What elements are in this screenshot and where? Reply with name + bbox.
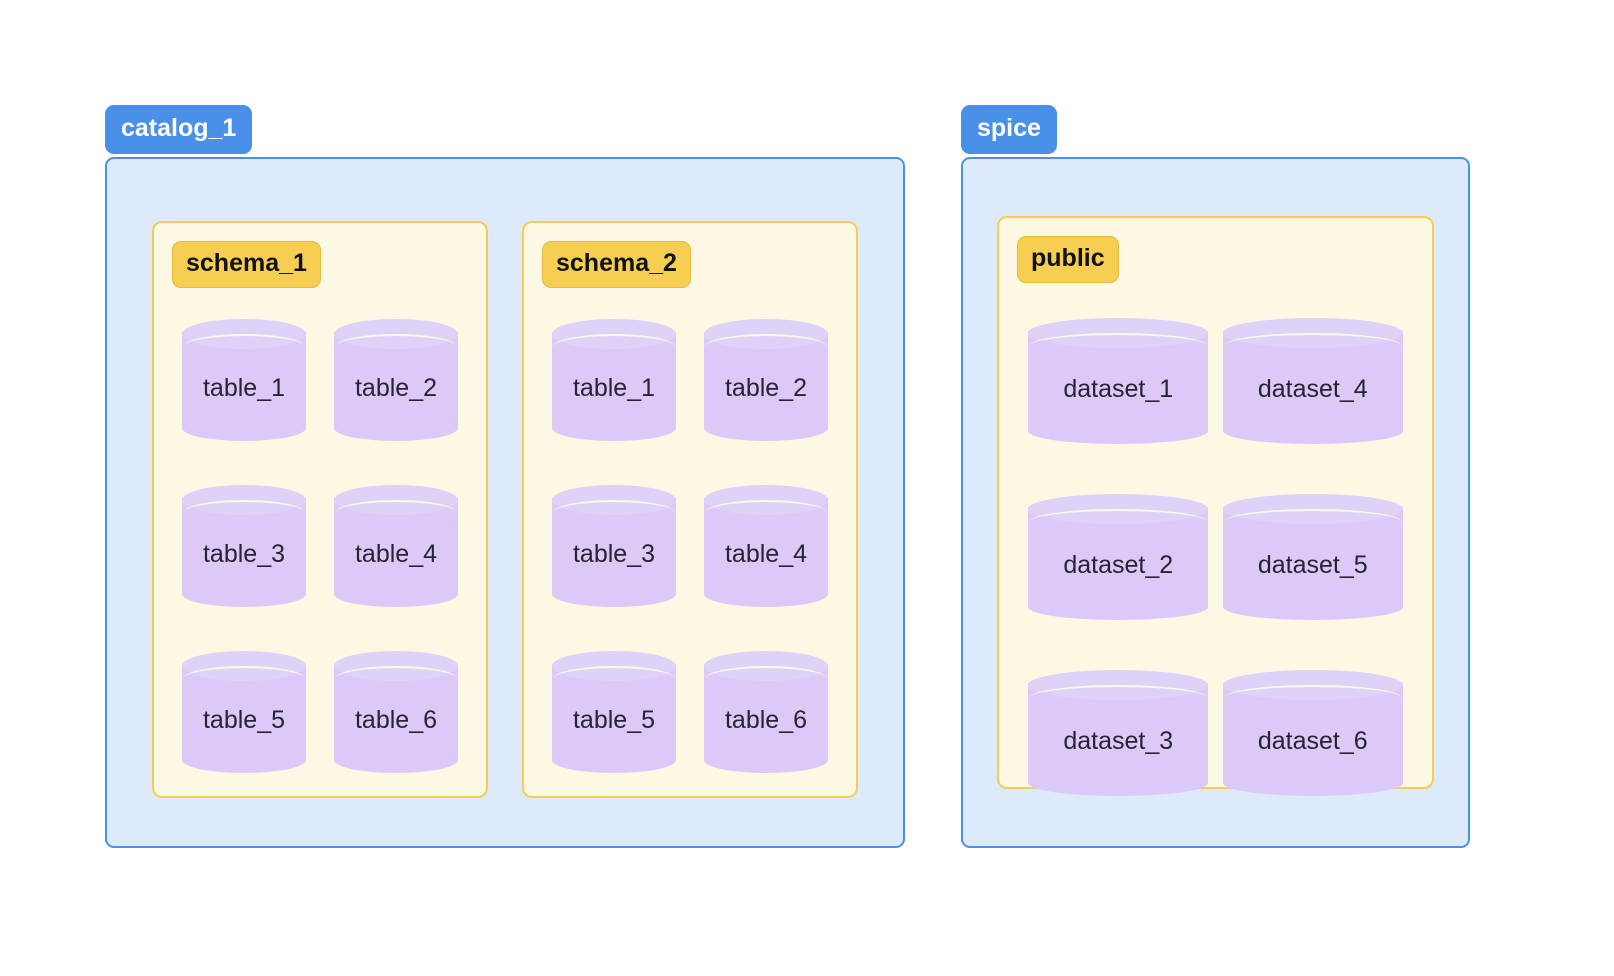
cylinder-separator-icon — [705, 334, 827, 360]
catalog-panel-catalog-1: schema_1 table_1 table_2 — [105, 157, 905, 848]
cylinder-separator-icon — [553, 334, 675, 360]
cylinder-base-icon — [1222, 770, 1403, 796]
cylinder-separator-icon — [183, 500, 305, 526]
table-cylinder[interactable]: table_6 — [704, 651, 828, 773]
table-cylinder[interactable]: table_6 — [334, 651, 458, 773]
catalog-badge-catalog-1[interactable]: catalog_1 — [105, 105, 253, 154]
table-label: table_2 — [354, 373, 438, 402]
cylinder-separator-icon — [335, 334, 457, 360]
cylinder-separator-icon — [183, 666, 305, 692]
cylinder-base-icon — [552, 747, 676, 773]
cylinder-separator-icon — [1223, 333, 1402, 359]
table-grid-schema-2: table_1 table_2 table_3 — [524, 301, 856, 796]
cylinder-separator-icon — [1029, 509, 1208, 535]
table-label: table_4 — [354, 539, 438, 568]
cylinder-base-icon — [334, 747, 458, 773]
dataset-cylinder[interactable]: dataset_6 — [1222, 670, 1403, 796]
schema-row: public dataset_1 dataset_4 — [997, 216, 1434, 796]
cylinder-base-icon — [704, 415, 828, 441]
cylinder-base-icon — [334, 581, 458, 607]
catalog-panel-spice: public dataset_1 dataset_4 — [961, 157, 1470, 848]
cylinder-base-icon — [1222, 594, 1403, 620]
dataset-cylinder[interactable]: dataset_4 — [1222, 318, 1403, 444]
table-label: table_6 — [724, 705, 808, 734]
dataset-cylinder[interactable]: dataset_5 — [1222, 494, 1403, 620]
table-cylinder[interactable]: table_1 — [552, 319, 676, 441]
cylinder-separator-icon — [335, 666, 457, 692]
dataset-label: dataset_6 — [1257, 726, 1368, 755]
dataset-label: dataset_2 — [1063, 550, 1174, 579]
schema-badge-schema-1[interactable]: schema_1 — [172, 241, 321, 288]
schema-box-schema-2: schema_2 table_1 table_2 — [522, 221, 858, 798]
cylinder-separator-icon — [553, 666, 675, 692]
cylinder-separator-icon — [1029, 685, 1208, 711]
cylinder-base-icon — [552, 581, 676, 607]
catalog-badge-spice[interactable]: spice — [961, 105, 1057, 154]
cylinder-base-icon — [552, 415, 676, 441]
schema-box-public: public dataset_1 dataset_4 — [997, 216, 1434, 796]
catalog-group-catalog-1: catalog_1 schema_1 table_1 — [105, 105, 905, 848]
cylinder-base-icon — [1028, 418, 1209, 444]
dataset-label: dataset_5 — [1257, 550, 1368, 579]
table-cylinder[interactable]: table_3 — [182, 485, 306, 607]
table-cylinder[interactable]: table_3 — [552, 485, 676, 607]
table-label: table_1 — [202, 373, 286, 402]
schema-badge-schema-2[interactable]: schema_2 — [542, 241, 691, 288]
cylinder-base-icon — [1028, 594, 1209, 620]
catalog-group-spice: spice public dataset_1 — [961, 105, 1470, 848]
cylinder-separator-icon — [335, 500, 457, 526]
cylinder-base-icon — [704, 747, 828, 773]
cylinder-base-icon — [182, 747, 306, 773]
table-label: table_3 — [202, 539, 286, 568]
table-cylinder[interactable]: table_1 — [182, 319, 306, 441]
cylinder-base-icon — [334, 415, 458, 441]
table-label: table_1 — [572, 373, 656, 402]
table-grid-schema-1: table_1 table_2 table_3 — [154, 301, 486, 796]
table-label: table_3 — [572, 539, 656, 568]
cylinder-separator-icon — [705, 500, 827, 526]
table-label: table_5 — [202, 705, 286, 734]
dataset-grid-public: dataset_1 dataset_4 dataset_ — [999, 296, 1432, 796]
dataset-label: dataset_3 — [1063, 726, 1174, 755]
table-cylinder[interactable]: table_2 — [334, 319, 458, 441]
table-cylinder[interactable]: table_4 — [334, 485, 458, 607]
table-cylinder[interactable]: table_5 — [182, 651, 306, 773]
table-label: table_2 — [724, 373, 808, 402]
schema-row: schema_1 table_1 table_2 — [152, 221, 858, 798]
cylinder-base-icon — [1028, 770, 1209, 796]
cylinder-separator-icon — [553, 500, 675, 526]
cylinder-separator-icon — [183, 334, 305, 360]
dataset-cylinder[interactable]: dataset_1 — [1028, 318, 1209, 444]
table-cylinder[interactable]: table_2 — [704, 319, 828, 441]
table-label: table_6 — [354, 705, 438, 734]
cylinder-separator-icon — [705, 666, 827, 692]
cylinder-separator-icon — [1029, 333, 1208, 359]
cylinder-base-icon — [1222, 418, 1403, 444]
cylinder-base-icon — [182, 415, 306, 441]
cylinder-base-icon — [182, 581, 306, 607]
schema-box-schema-1: schema_1 table_1 table_2 — [152, 221, 488, 798]
table-label: table_4 — [724, 539, 808, 568]
cylinder-separator-icon — [1223, 685, 1402, 711]
cylinder-separator-icon — [1223, 509, 1402, 535]
dataset-cylinder[interactable]: dataset_3 — [1028, 670, 1209, 796]
table-cylinder[interactable]: table_4 — [704, 485, 828, 607]
schema-badge-public[interactable]: public — [1017, 236, 1119, 283]
dataset-cylinder[interactable]: dataset_2 — [1028, 494, 1209, 620]
table-cylinder[interactable]: table_5 — [552, 651, 676, 773]
table-label: table_5 — [572, 705, 656, 734]
dataset-label: dataset_4 — [1257, 374, 1368, 403]
cylinder-base-icon — [704, 581, 828, 607]
dataset-label: dataset_1 — [1063, 374, 1174, 403]
